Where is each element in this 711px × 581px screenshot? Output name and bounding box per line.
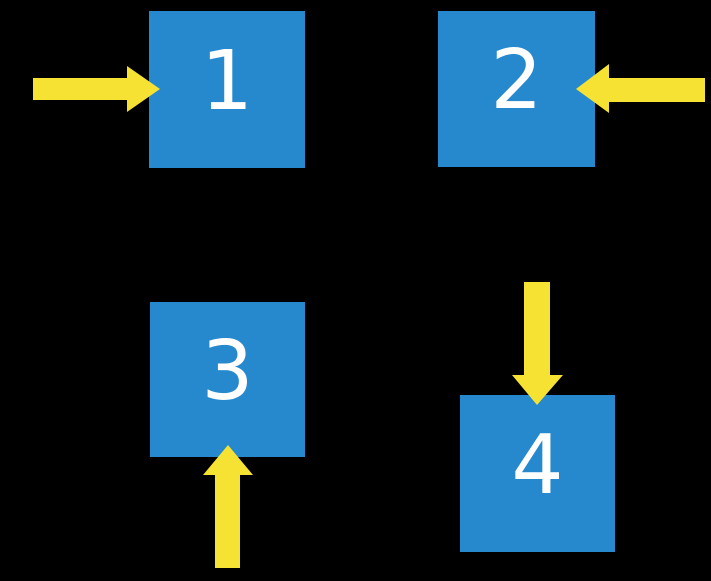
square-1-label: 1	[200, 33, 254, 129]
arrow-right-icon	[33, 66, 160, 112]
square-3: 3	[150, 302, 305, 457]
square-1: 1	[149, 11, 305, 168]
arrow-up-icon	[203, 445, 253, 568]
square-4-label: 4	[511, 417, 564, 513]
square-2: 2	[438, 11, 595, 167]
square-2-label: 2	[490, 33, 543, 128]
arrow-down-icon	[512, 282, 563, 405]
arrow-left-icon	[576, 64, 705, 113]
square-4: 4	[460, 395, 615, 552]
square-3-label: 3	[201, 323, 254, 419]
